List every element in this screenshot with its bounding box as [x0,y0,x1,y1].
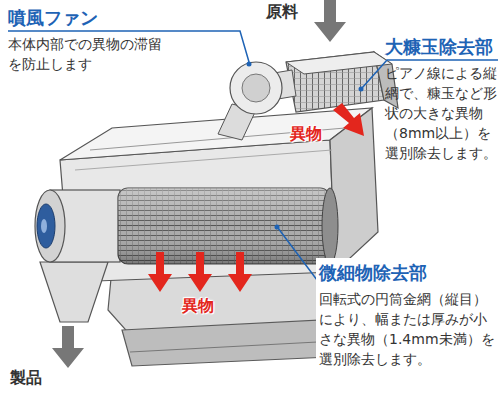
callout-body: 回転式の円筒金網（縦目）により、幅または厚みが小さな異物（1.4mm未満）を選別… [319,289,495,369]
input-label: 原料 [266,2,298,22]
fine-matter-callout: 微細物除去部回転式の円筒金網（縦目）により、幅または厚みが小さな異物（1.4mm… [316,258,498,372]
callout-heading: 微細物除去部 [319,261,495,285]
callout-body: 本体内部での異物の滞留を防止します [8,34,166,74]
foreign-matter-label: 異物 [290,124,322,144]
callout-heading: 噴風ファン [8,6,166,30]
output-label: 製品 [10,368,42,388]
callout-heading: 大糠玉除去部 [385,35,498,59]
callout-body: ピアノ線による縦網で、糠玉など形状の大きな異物（8mm以上）を選別除去します。 [385,63,498,163]
fan-callout: 噴風ファン本体内部での異物の滞留を防止します [8,6,166,74]
foreign-matter-label: 異物 [182,296,214,316]
large-bran-callout: 大糠玉除去部ピアノ線による縦網で、糠玉など形状の大きな異物（8mm以上）を選別除… [385,35,498,163]
